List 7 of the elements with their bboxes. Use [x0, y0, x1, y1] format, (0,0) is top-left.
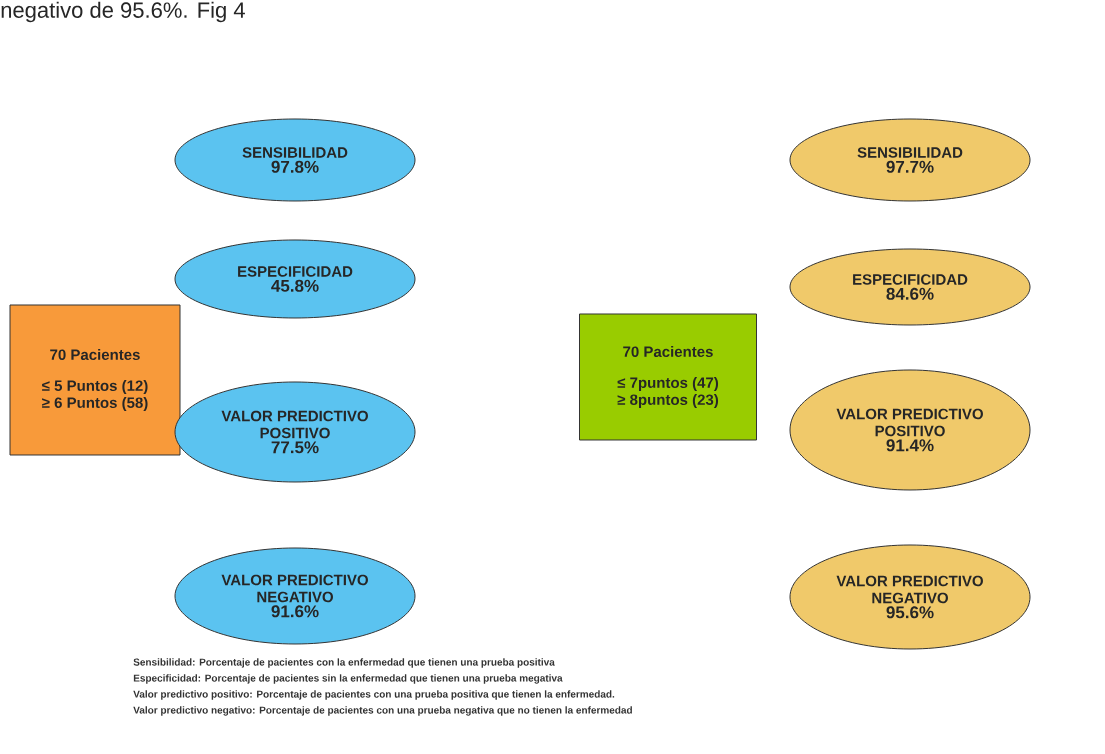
count-box: 70 Pacientes ≤ 7puntos (47) ≥ 8puntos (23) — [579, 313, 757, 441]
heading-text: negativo de 95.6%. Fig 4 — [1, 1, 245, 23]
definition-note: Valor predictivo positivo: Porcentaje de pacientes con una prueba positiva que tienen la enfermedad. — [133, 690, 615, 700]
definition-note: Valor predictivo negativo: Porcentaje de pacientes con una prueba negativa que no tienen la enfermedad — [133, 706, 632, 716]
definition-note: Sensibilidad: Porcentaje de pacientes con la enfermedad que tienen una prueba positiva — [133, 658, 555, 668]
definition-note: Especificidad: Porcentaje de pacientes sin la enfermedad que tienen una prueba megativa — [133, 674, 563, 684]
count-box: 70 Pacientes ≤ 5 Puntos (12) ≥ 6 Puntos (58) — [9, 304, 181, 456]
